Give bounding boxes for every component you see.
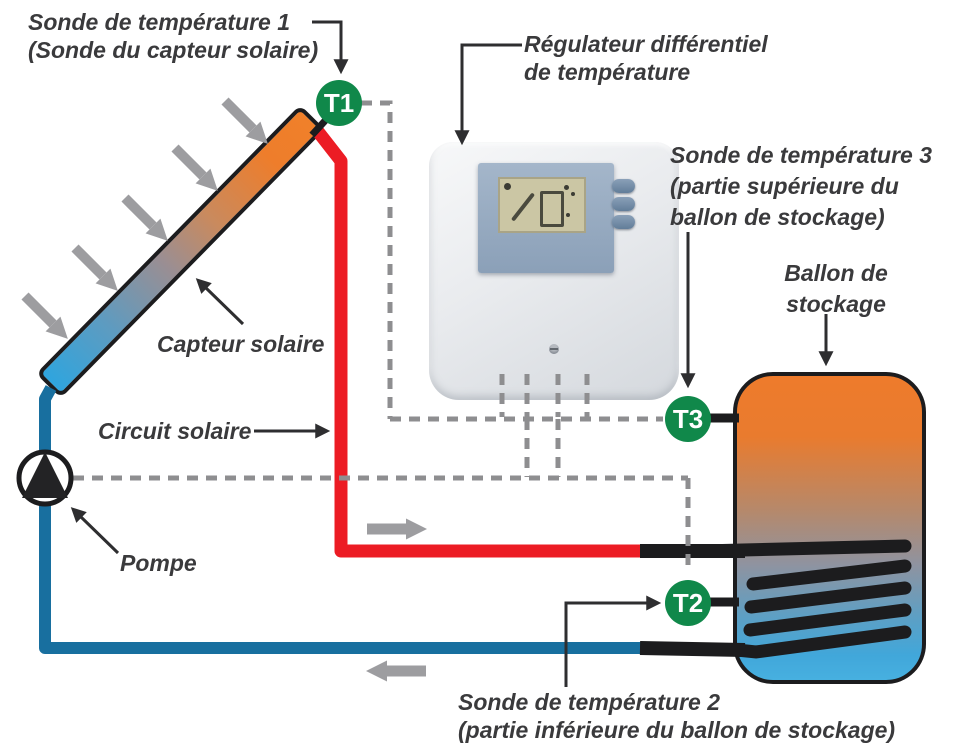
sensor2-label: Sonde de température 2 (partie inférieur… xyxy=(458,688,895,744)
lcd-segment-dot xyxy=(564,185,569,190)
regulator-arrow xyxy=(454,43,522,146)
hot-pipe xyxy=(310,124,642,558)
collector-arrow xyxy=(195,278,245,326)
cold-pipe xyxy=(39,385,642,654)
sensor2-arrow xyxy=(564,595,662,687)
lcd-sun-icon xyxy=(504,183,511,190)
lcd-tank-icon xyxy=(540,191,564,227)
sensor2-label-line1: Sonde de température 2 xyxy=(458,689,721,715)
sensor3-label-line3: ballon de stockage) xyxy=(670,204,885,230)
sensor3-label: Sonde de température 3 (partie supérieur… xyxy=(670,140,932,233)
sensor2-label-line2: (partie inférieure du ballon de stockage… xyxy=(458,717,896,743)
regulator-photo xyxy=(413,128,693,416)
flow-arrows xyxy=(366,518,427,682)
pump-label: Pompe xyxy=(120,550,197,576)
lcd-segment-dot xyxy=(571,192,575,196)
regulator-label-line2: de température xyxy=(524,59,691,85)
regulator-button-set xyxy=(612,197,635,211)
sensor-t2-badge: T2 xyxy=(665,580,711,626)
tank-label-line2: stockage xyxy=(786,291,886,317)
regulator-lcd-display xyxy=(498,177,586,233)
regulator-device xyxy=(429,142,679,400)
regulator-button-down xyxy=(612,215,635,229)
tank-coil-and-connectors xyxy=(309,108,912,659)
sensor1-arrow xyxy=(312,20,349,75)
lcd-segment-dot xyxy=(566,213,570,217)
sensor-t3-badge: T3 xyxy=(665,396,711,442)
sensor3-label-line1: Sonde de température 3 xyxy=(670,142,933,168)
tank-label-line1: Ballon de xyxy=(784,260,888,286)
circuit-label: Circuit solaire xyxy=(98,418,252,444)
sun-ray-arrows xyxy=(21,97,268,339)
regulator-screw xyxy=(549,344,559,354)
tank-label: Ballon de stockage xyxy=(756,258,916,320)
sensor3-label-line2: (partie supérieure du xyxy=(670,173,899,199)
pump-arrow xyxy=(70,507,120,555)
regulator-label-line1: Régulateur différentiel xyxy=(524,31,768,57)
label-arrows xyxy=(70,20,834,687)
pump-icon xyxy=(16,449,74,507)
collector-label: Capteur solaire xyxy=(157,331,325,357)
sensor1-label-line2: (Sonde du capteur solaire) xyxy=(28,37,319,63)
regulator-front-panel xyxy=(478,163,614,273)
regulator-label: Régulateur différentiel de température xyxy=(524,30,768,86)
sensor-t1-badge: T1 xyxy=(316,80,362,126)
regulator-button-up xyxy=(612,179,635,193)
control-wires xyxy=(73,100,691,572)
sensor1-label: Sonde de température 1 (Sonde du capteur… xyxy=(28,8,318,64)
sensor1-label-line1: Sonde de température 1 xyxy=(28,9,291,35)
heat-exchanger-coil xyxy=(695,539,912,659)
